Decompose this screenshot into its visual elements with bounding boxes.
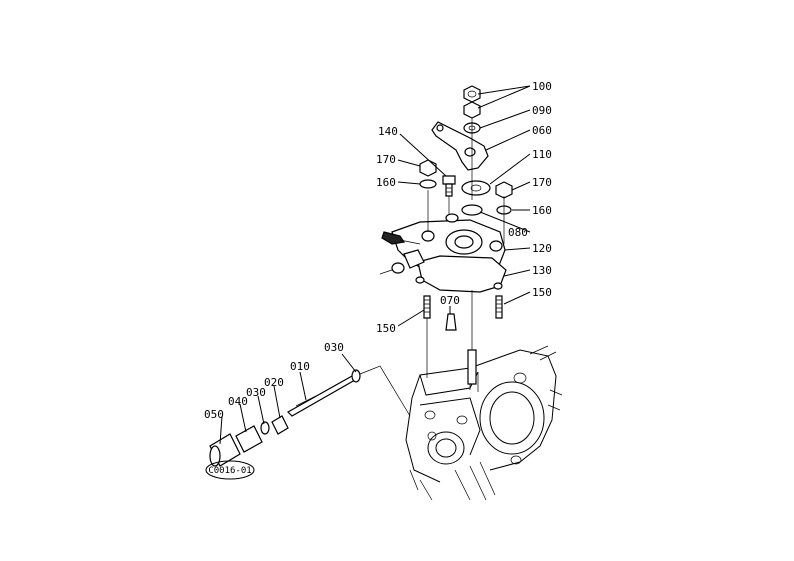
washer-160-left [419,179,437,189]
washer-110 [461,180,491,196]
label-050: 050 [204,408,224,421]
label-130: 130 [532,264,552,277]
label-170-left: 170 [376,153,396,166]
label-160-right: 160 [532,204,552,217]
shaft-010 [287,375,356,417]
governor-cover-assembly [379,219,507,293]
engine-block [405,345,563,501]
label-010: 010 [290,360,310,373]
nut-100a [463,85,481,103]
label-170-right: 170 [532,176,552,189]
washer-cover [445,213,459,223]
nut-170-left [419,159,437,177]
collar-020 [271,415,289,435]
lever-060 [431,121,489,171]
sleeve-040 [235,425,263,453]
label-110: 110 [532,148,552,161]
reference-badge: C0016-01 [205,460,255,480]
shaft-stub [467,349,477,385]
label-150-right: 150 [532,286,552,299]
pin-070 [445,313,457,331]
label-040: 040 [228,395,248,408]
stud-150-right [495,295,503,319]
label-090: 090 [532,104,552,117]
label-080: 080 [508,226,528,239]
label-100: 100 [532,80,552,93]
label-020: 020 [264,376,284,389]
stud-150-left [423,295,431,319]
label-030-top: 030 [324,341,344,354]
guide-line [359,365,411,417]
label-070: 070 [440,294,460,307]
label-140: 140 [378,125,398,138]
label-150-left: 150 [376,322,396,335]
reference-code: C0016-01 [208,466,251,476]
label-120: 120 [532,242,552,255]
label-030-bottom: 030 [246,386,266,399]
nut-170-right [495,181,513,199]
ring-080 [461,204,483,216]
washer-030-top [351,369,361,383]
label-060: 060 [532,124,552,137]
cap-050 [209,433,241,467]
bolt-140 [442,175,456,197]
label-160-left: 160 [376,176,396,189]
nut-100b [463,101,481,119]
leader-lines [219,85,531,445]
washer-030-bottom [260,421,270,435]
